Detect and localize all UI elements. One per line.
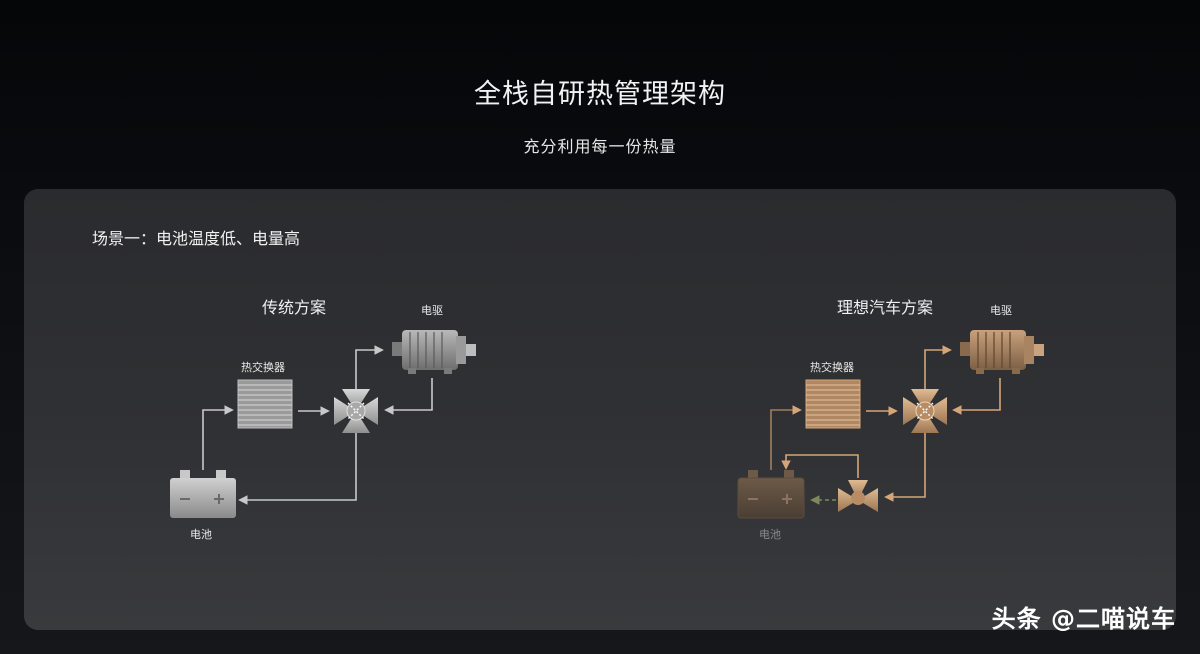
pipe-three-way-to-battery: [781, 454, 859, 478]
traditional-scheme-title: 传统方案: [262, 298, 327, 317]
pipe-battery-to-exchanger: [202, 405, 234, 470]
right-battery-icon: [737, 470, 805, 519]
page-title: 全栈自研热管理架构: [474, 79, 726, 110]
left-motor-label: 电驱: [421, 304, 443, 317]
left-motor-icon: [392, 330, 476, 374]
pipe-valve-to-three-way: [884, 432, 926, 502]
lixiang-diagram: [770, 345, 1001, 502]
right-three-way-valve-icon: [838, 480, 878, 512]
page-subtitle: 充分利用每一份热量: [523, 137, 677, 156]
left-heat-exchanger-icon: [237, 379, 293, 429]
left-exchanger-label: 热交换器: [241, 361, 285, 374]
traditional-diagram: [202, 345, 433, 505]
pipe-motor-to-valve: [952, 378, 1001, 415]
watermark: 头条 @二喵说车: [991, 605, 1176, 633]
left-battery-icon: [170, 470, 236, 518]
pipe-valve-to-battery: [238, 432, 357, 505]
right-motor-icon: [960, 330, 1044, 374]
left-battery-label: 电池: [190, 528, 212, 541]
pipe-motor-to-valve: [384, 378, 433, 415]
pipe-valve-to-motor: [355, 345, 384, 390]
left-four-way-valve-icon: [334, 389, 378, 433]
scenario-label: 场景一：电池温度低、电量高: [92, 229, 301, 248]
right-exchanger-label: 热交换器: [810, 361, 854, 374]
pipe-valve-to-motor: [924, 345, 952, 390]
right-four-way-valve-icon: [903, 389, 947, 433]
pipe-battery-to-exchanger: [770, 405, 802, 470]
right-motor-label: 电驱: [990, 304, 1012, 317]
right-battery-label: 电池: [759, 528, 781, 541]
right-heat-exchanger-icon: [805, 379, 861, 429]
lixiang-scheme-title: 理想汽车方案: [837, 298, 934, 317]
